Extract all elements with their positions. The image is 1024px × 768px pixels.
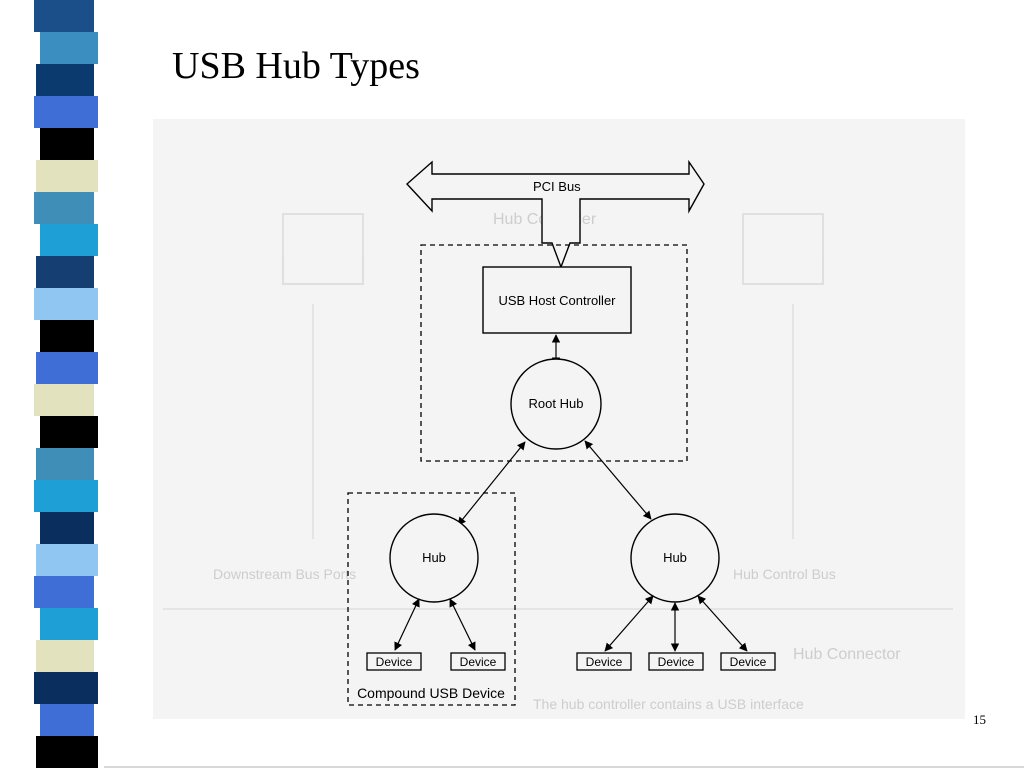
decorative-stripe — [0, 0, 100, 768]
ghost-downstream-ports: Downstream Bus Ports — [213, 566, 356, 582]
compound-device-label: Compound USB Device — [357, 685, 505, 701]
ghost-hub-control-bus: Hub Control Bus — [733, 566, 836, 582]
stripe-segment — [34, 480, 98, 512]
hub-right-node — [630, 513, 720, 603]
device-right-1-label: Device — [586, 655, 623, 669]
stripe-segment — [34, 288, 98, 320]
stripe-segment — [40, 32, 98, 64]
stripe-segment — [36, 640, 94, 672]
device-right-1-box — [576, 652, 632, 671]
root-hub-enclosure — [420, 244, 688, 462]
hub-right-device-3-link — [697, 595, 748, 652]
hub-right-label: Hub — [663, 550, 687, 565]
pci-bus-label: PCI Bus — [533, 179, 581, 194]
device-right-2-label: Device — [658, 655, 695, 669]
bottom-divider — [104, 766, 1024, 768]
stripe-segment — [36, 352, 98, 384]
stripe-segment — [40, 608, 98, 640]
usb-hub-diagram: Hub Controller Downstream Bus Ports Hub … — [153, 119, 965, 719]
stripe-segment — [34, 96, 98, 128]
roothub-hub-left-link — [457, 441, 526, 526]
device-left-2-box — [450, 652, 506, 671]
hub-right-device-1-link — [604, 595, 654, 652]
usb-host-controller-box — [482, 266, 632, 334]
compound-device-enclosure — [347, 492, 516, 706]
stripe-segment — [34, 672, 98, 704]
ghost-body-text: The hub controller contains a USB interf… — [533, 696, 804, 712]
pci-bus-outline — [405, 159, 705, 269]
stripe-segment — [36, 160, 98, 192]
hub-left-label: Hub — [422, 550, 446, 565]
stripe-segment — [40, 320, 94, 352]
root-hub-label: Root Hub — [529, 396, 584, 411]
hub-left-device-1-link — [394, 598, 420, 651]
ghost-hub-connector: Hub Connector — [793, 646, 901, 663]
stripe-segment — [40, 416, 98, 448]
hub-left-node — [389, 513, 479, 603]
device-left-2-label: Device — [460, 655, 497, 669]
stripe-segment — [34, 576, 94, 608]
root-hub-node — [510, 358, 602, 450]
roothub-hub-right-link — [584, 440, 652, 520]
device-right-3-box — [720, 652, 776, 671]
page-number: 15 — [973, 712, 986, 727]
bleed-through-layer: Hub Controller Downstream Bus Ports Hub … — [163, 211, 953, 712]
stripe-segment — [36, 544, 98, 576]
stripe-segment — [34, 384, 94, 416]
stripe-segment — [40, 224, 98, 256]
device-left-1-label: Device — [376, 655, 413, 669]
hub-left-device-2-link — [449, 598, 476, 651]
stripe-segment — [40, 512, 94, 544]
stripe-segment — [36, 736, 98, 768]
usb-hub-diagram-svg: Hub Controller Downstream Bus Ports Hub … — [163, 159, 953, 712]
device-left-1-box — [366, 652, 422, 671]
stripe-segment — [36, 448, 94, 480]
stripe-segment — [40, 704, 94, 736]
device-right-2-box — [648, 652, 704, 671]
device-right-3-label: Device — [730, 655, 767, 669]
stripe-segment — [36, 64, 94, 96]
stripe-segment — [34, 0, 94, 32]
stripe-segment — [36, 256, 94, 288]
stripe-segment — [34, 192, 94, 224]
slide-title: USB Hub Types — [172, 45, 420, 87]
stripe-segment — [40, 128, 94, 160]
usb-host-controller-label: USB Host Controller — [498, 293, 616, 308]
